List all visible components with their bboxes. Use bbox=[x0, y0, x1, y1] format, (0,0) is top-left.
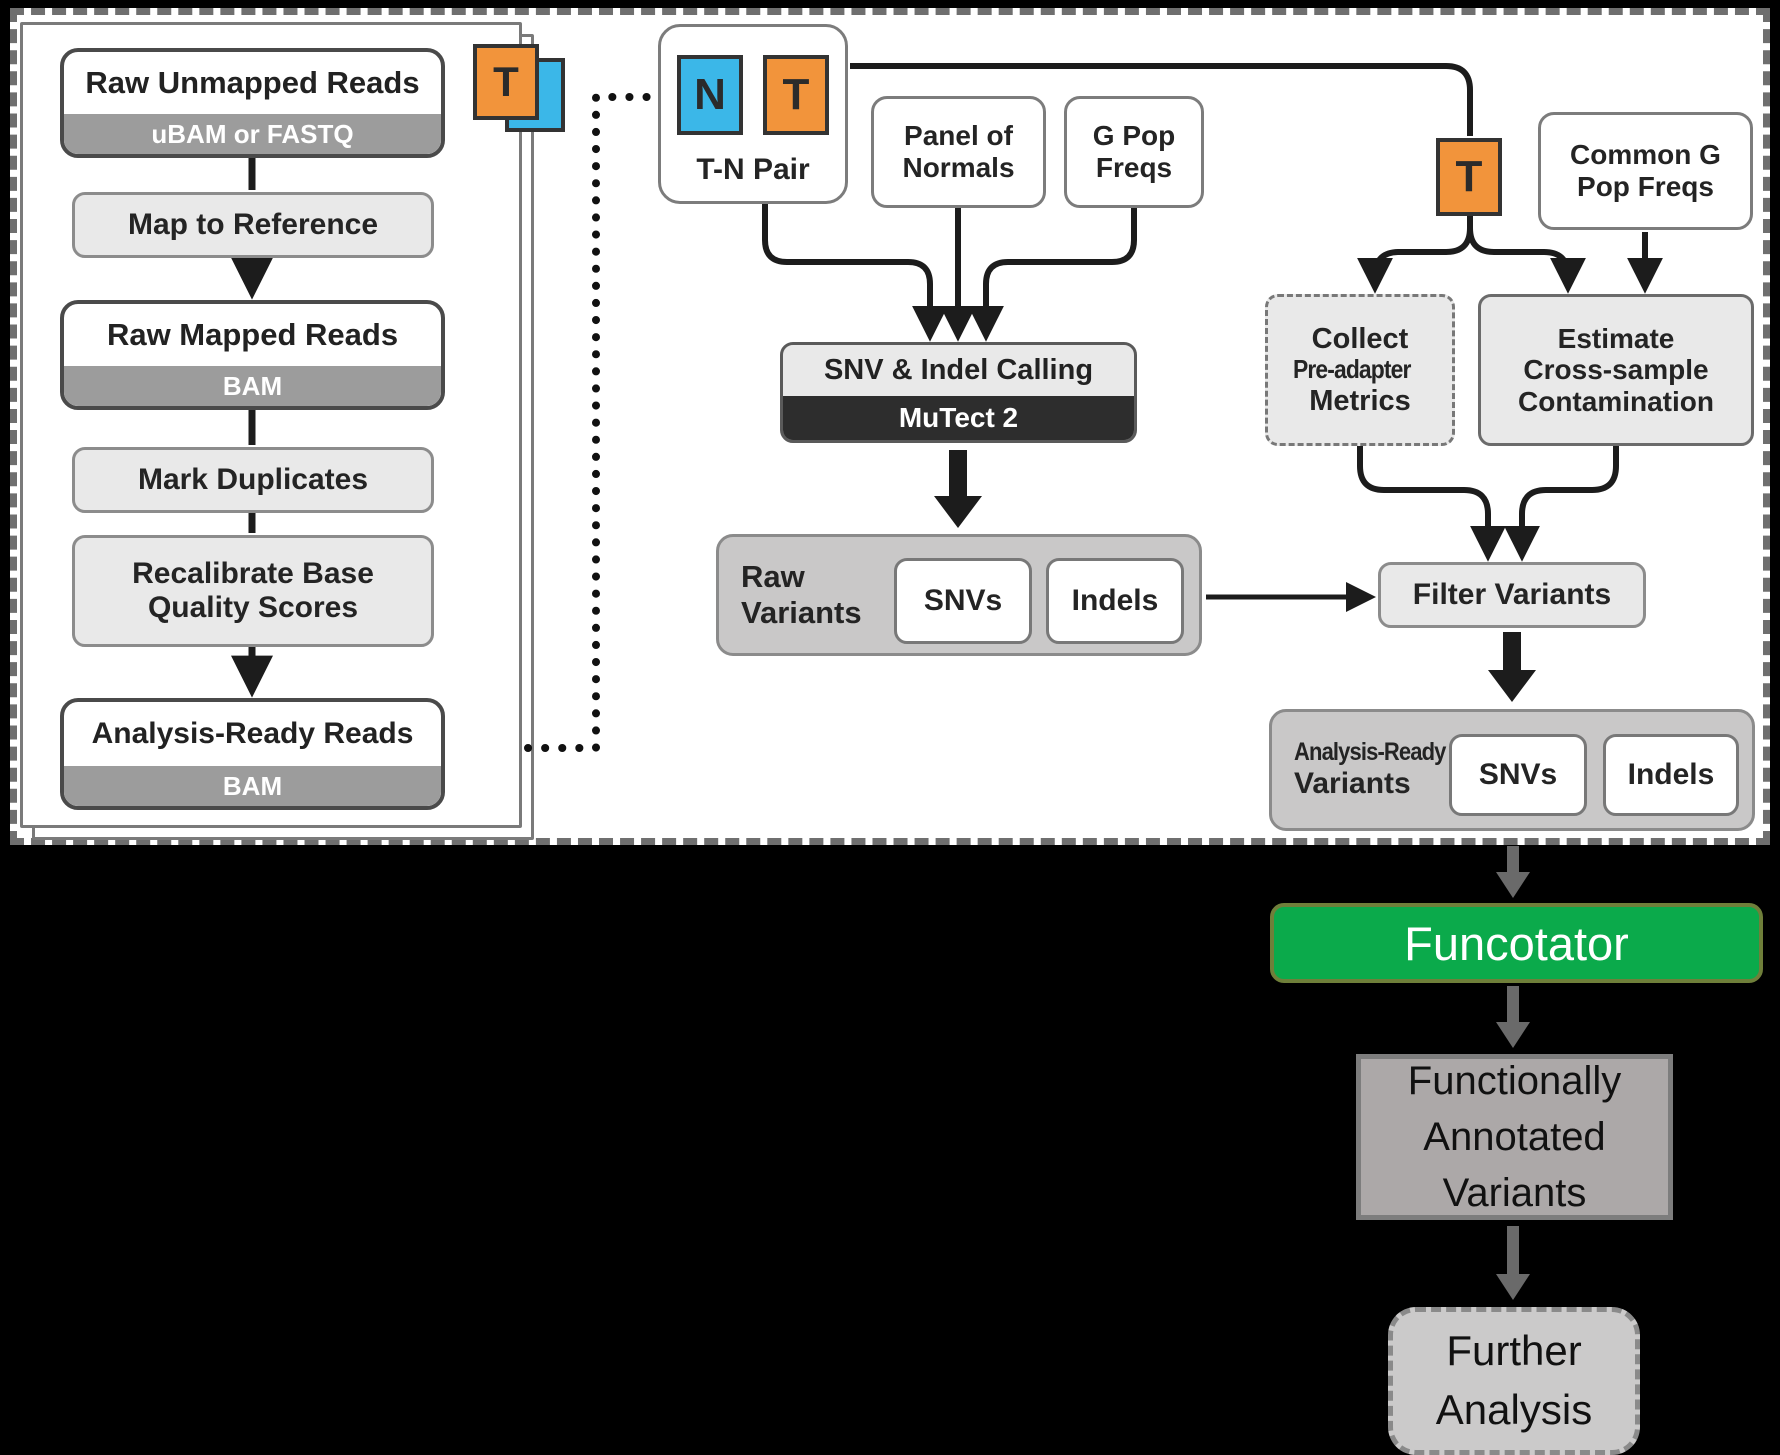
box-map-to-reference: Map to Reference bbox=[72, 192, 434, 258]
raw-variants-label: Raw Variants bbox=[741, 537, 862, 653]
box-analysis-ready-reads: Analysis-Ready Reads BAM bbox=[60, 698, 445, 810]
calling-title: SNV & Indel Calling bbox=[823, 354, 1094, 386]
box-estimate-contamination: Estimate Cross-sample Contamination bbox=[1478, 294, 1754, 446]
box-filter-variants: Filter Variants bbox=[1378, 562, 1646, 628]
box-title-line2: Analysis bbox=[1435, 1386, 1593, 1433]
box-mark-duplicates: Mark Duplicates bbox=[72, 447, 434, 513]
box-analysis-ready-variants: Analysis-Ready Variants SNVs Indels bbox=[1269, 709, 1755, 831]
chip-label: Indels bbox=[1071, 584, 1159, 617]
box-title-line2: Cross-sample bbox=[1523, 354, 1709, 386]
box-title-line2: Annotated bbox=[1423, 1115, 1606, 1159]
tile-letter: T bbox=[493, 58, 519, 105]
format-band: BAM bbox=[64, 366, 441, 406]
format-band: BAM bbox=[64, 766, 441, 806]
box-further-analysis: Further Analysis bbox=[1388, 1307, 1640, 1455]
mutect2-band: MuTect 2 bbox=[783, 396, 1134, 440]
box-collect-preadapter-metrics: Collect Pre-adapter Metrics bbox=[1265, 294, 1455, 446]
arv-label: Analysis-Ready Variants bbox=[1294, 712, 1466, 828]
box-title-line1: Functionally bbox=[1407, 1059, 1622, 1103]
tile-letter: T bbox=[782, 70, 810, 119]
arrow-annotated-to-further bbox=[1496, 1226, 1530, 1300]
box-title-line1: Collect bbox=[1311, 322, 1409, 355]
label-line1: Analysis-Ready bbox=[1294, 738, 1446, 767]
box-title: Filter Variants bbox=[1412, 578, 1612, 612]
label-line2: Variants bbox=[741, 595, 862, 630]
box-title-line1: G Pop bbox=[1092, 119, 1176, 151]
box-title: Raw Mapped Reads bbox=[106, 317, 399, 352]
arrow-funcotator-to-annotated bbox=[1496, 986, 1530, 1048]
box-common-g-pop-freqs: Common G Pop Freqs bbox=[1538, 112, 1753, 230]
box-g-pop-freqs: G Pop Freqs bbox=[1064, 96, 1204, 208]
box-functionally-annotated-variants: Functionally Annotated Variants bbox=[1356, 1054, 1673, 1220]
box-raw-unmapped-reads: Raw Unmapped Reads uBAM or FASTQ bbox=[60, 48, 445, 158]
label-line1: Raw bbox=[741, 559, 805, 595]
normal-tile: N bbox=[677, 55, 743, 135]
box-funcotator: Funcotator bbox=[1270, 903, 1763, 983]
tile-letter: N bbox=[694, 70, 726, 119]
chip-snvs: SNVs bbox=[894, 558, 1032, 644]
box-title: Map to Reference bbox=[127, 208, 379, 242]
box-title-line3: Contamination bbox=[1518, 385, 1714, 417]
box-recalibrate-base-quality: Recalibrate Base Quality Scores bbox=[72, 535, 434, 647]
tile-letter: T bbox=[1455, 152, 1483, 201]
box-title-line3: Metrics bbox=[1309, 384, 1411, 417]
tumor-sample-tile: T bbox=[473, 44, 539, 120]
box-raw-mapped-reads: Raw Mapped Reads BAM bbox=[60, 300, 445, 410]
chip-snvs: SNVs bbox=[1449, 734, 1587, 816]
format-band: uBAM or FASTQ bbox=[64, 114, 441, 154]
tumor-tile: T bbox=[763, 55, 829, 135]
box-title-line2: Pop Freqs bbox=[1577, 171, 1714, 202]
chip-label: Indels bbox=[1627, 758, 1715, 791]
box-title-line1: Recalibrate Base bbox=[132, 557, 374, 591]
chip-indels: Indels bbox=[1046, 558, 1184, 644]
box-snv-indel-calling: SNV & Indel Calling MuTect 2 bbox=[780, 342, 1137, 443]
tumor-tile-right: T bbox=[1436, 138, 1502, 216]
box-title: Analysis-Ready Reads bbox=[91, 717, 414, 750]
box-raw-variants: Raw Variants SNVs Indels bbox=[716, 534, 1202, 656]
box-title-line3: Variants bbox=[1442, 1171, 1587, 1215]
box-title-line2: Quality Scores bbox=[147, 591, 359, 624]
chip-indels: Indels bbox=[1603, 734, 1739, 816]
box-title-line1: Further bbox=[1446, 1327, 1582, 1375]
box-title-line2: Freqs bbox=[1095, 152, 1173, 183]
box-title: Mark Duplicates bbox=[137, 463, 369, 497]
box-title-line1: Panel of bbox=[904, 119, 1013, 151]
chip-label: SNVs bbox=[1478, 758, 1558, 791]
box-title-line1: Common G bbox=[1570, 138, 1721, 170]
box-title-line1: Estimate bbox=[1557, 322, 1675, 354]
box-title-line2: Pre-adapter bbox=[1293, 354, 1411, 385]
arrow-arv-to-funcotator bbox=[1496, 846, 1530, 898]
funcotator-label: Funcotator bbox=[1404, 916, 1629, 970]
box-title: Raw Unmapped Reads bbox=[85, 65, 420, 100]
tn-pair-label: T-N Pair bbox=[696, 152, 810, 186]
box-title-line2: Normals bbox=[902, 152, 1015, 183]
label-line2: Variants bbox=[1294, 767, 1411, 801]
chip-label: SNVs bbox=[923, 584, 1003, 617]
box-panel-of-normals: Panel of Normals bbox=[871, 96, 1046, 208]
